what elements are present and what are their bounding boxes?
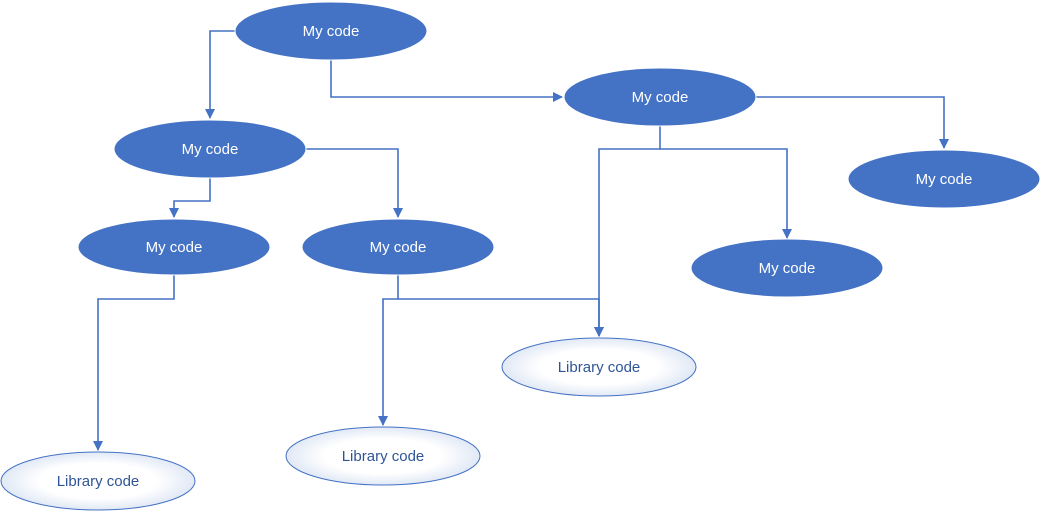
library-code-node-lib1: Library code: [501, 337, 697, 397]
node-ellipse: [0, 451, 196, 511]
node-label: Library code: [558, 359, 641, 376]
node-ellipse: [77, 218, 271, 276]
node-ellipse: [690, 238, 884, 298]
edge-n5-lib2-connector: [378, 275, 399, 426]
edge-n3-n7-connector: [659, 126, 792, 239]
node-ellipse: [301, 218, 495, 276]
my-code-node-n5: My code: [301, 218, 495, 276]
edge-n2-n5-connector: [306, 148, 403, 218]
node-label: My code: [146, 239, 203, 256]
edge-n1-n3-connector: [330, 60, 563, 102]
node-label: My code: [632, 89, 689, 106]
my-code-node-n1: My code: [234, 1, 428, 61]
edge-n2-n4-connector: [169, 178, 211, 218]
connectors: [93, 30, 949, 451]
edge-n1-n2-connector: [205, 30, 235, 119]
edge-n3-n6-connector: [756, 96, 949, 149]
node-label: My code: [182, 141, 239, 158]
node-ellipse: [113, 119, 307, 179]
node-ellipse: [501, 337, 697, 397]
node-label: My code: [303, 23, 360, 40]
library-code-node-lib3: Library code: [0, 451, 196, 511]
node-label: My code: [370, 239, 427, 256]
my-code-node-n3: My code: [563, 67, 757, 127]
edge-n3-lib1-connector: [594, 148, 660, 337]
my-code-node-n2: My code: [113, 119, 307, 179]
node-ellipse: [847, 149, 1041, 209]
node-label: Library code: [342, 448, 425, 465]
edge-n4-lib3-connector: [93, 275, 175, 451]
my-code-node-n6: My code: [847, 149, 1041, 209]
my-code-node-n4: My code: [77, 218, 271, 276]
node-ellipse: [285, 426, 481, 486]
node-label: Library code: [57, 473, 140, 490]
node-label: My code: [759, 260, 816, 277]
my-code-node-n7: My code: [690, 238, 884, 298]
edge-n5-lib1-connector: [398, 298, 604, 337]
node-ellipse: [563, 67, 757, 127]
node-ellipse: [234, 1, 428, 61]
node-label: My code: [916, 171, 973, 188]
library-code-node-lib2: Library code: [285, 426, 481, 486]
